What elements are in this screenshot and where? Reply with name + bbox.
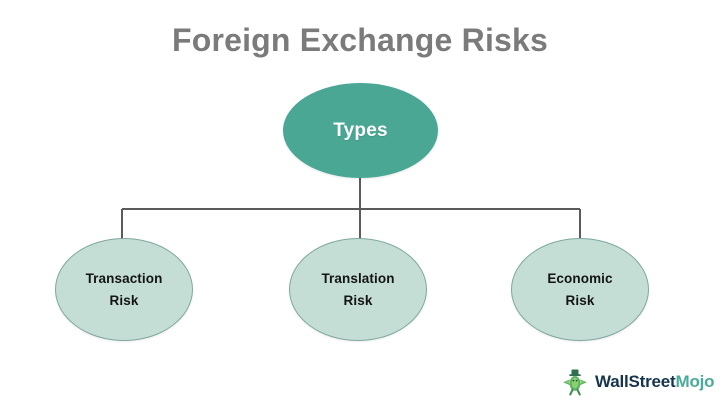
- wallstreetmojo-bull-icon: [563, 369, 587, 396]
- node-types[interactable]: Types: [283, 83, 438, 178]
- node-economic-risk[interactable]: Economic Risk: [511, 238, 649, 341]
- logo-text-mojo: Mojo: [675, 372, 715, 391]
- node-transaction-risk[interactable]: Transaction Risk: [55, 238, 193, 341]
- node-translation-risk-line1: Translation: [321, 270, 395, 286]
- node-translation-risk[interactable]: Translation Risk: [289, 238, 427, 341]
- wallstreetmojo-wordmark: WallStreetMojo: [595, 372, 715, 392]
- node-translation-risk-line2: Risk: [343, 292, 373, 308]
- node-transaction-risk-label: Transaction Risk: [86, 268, 163, 312]
- node-transaction-risk-line2: Risk: [109, 292, 139, 308]
- logo-text-wallstreet: WallStreet: [595, 372, 676, 391]
- node-economic-risk-label: Economic Risk: [547, 268, 612, 312]
- page-title: Foreign Exchange Risks: [171, 22, 549, 58]
- node-types-label: Types: [333, 119, 388, 141]
- node-transaction-risk-line1: Transaction: [85, 270, 163, 286]
- wallstreetmojo-logo: WallStreetMojo: [560, 367, 715, 397]
- node-economic-risk-line1: Economic: [547, 270, 613, 286]
- node-economic-risk-line2: Risk: [565, 292, 595, 308]
- node-translation-risk-label: Translation Risk: [321, 268, 394, 312]
